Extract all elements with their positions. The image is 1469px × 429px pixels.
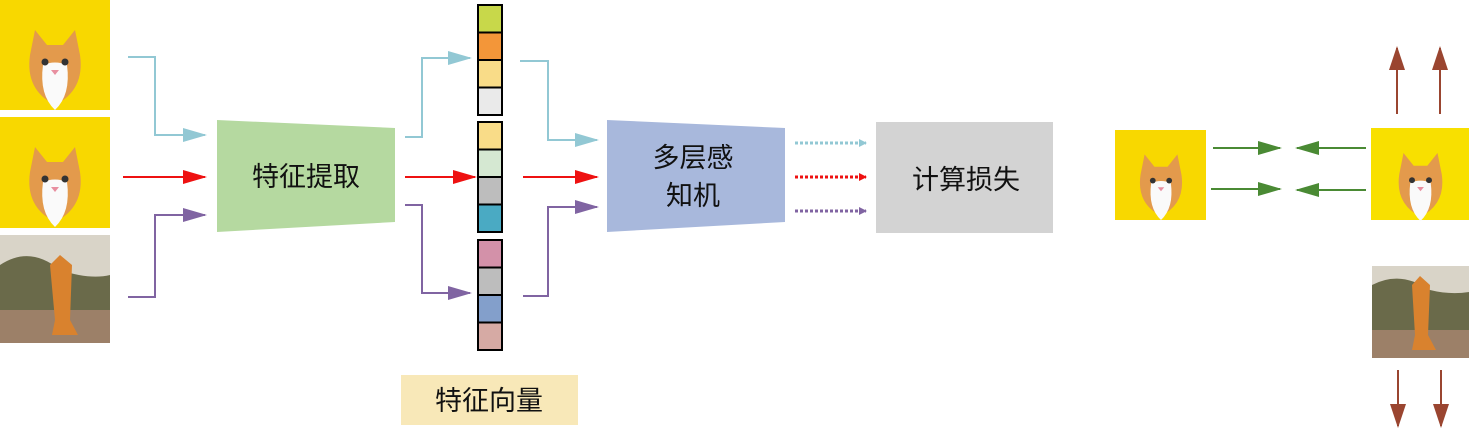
feature-cell <box>477 121 503 151</box>
feature-vector-caption: 特征向量 <box>435 386 543 417</box>
feature-extraction-block <box>217 120 395 232</box>
feature-cell <box>477 266 503 296</box>
feature-vector-1 <box>477 4 503 116</box>
feature-cell <box>477 239 503 269</box>
feature-cell <box>477 31 503 61</box>
feature-cell <box>477 203 503 233</box>
anchor-input-arrow <box>128 56 207 142</box>
feature-cell <box>477 321 503 351</box>
anchor-image <box>0 0 110 110</box>
feature-cell <box>477 86 503 116</box>
feature-vectors <box>477 4 503 351</box>
loss-label: 计算损失 <box>912 165 1020 196</box>
feature-cell <box>477 4 503 34</box>
mlp-block <box>607 120 785 232</box>
feature-cell <box>477 176 503 206</box>
feature-cell <box>477 294 503 324</box>
feature-cell <box>477 148 503 178</box>
right-anchor-image <box>1115 130 1206 220</box>
negative-image <box>0 235 110 343</box>
right-positive-image <box>1371 128 1469 221</box>
feature-vector-caption-box <box>401 375 578 425</box>
right-negative-image <box>1372 266 1469 358</box>
negative-input-arrow <box>128 208 207 298</box>
loss-block <box>876 122 1053 233</box>
positive-image <box>0 117 110 228</box>
feature-vector-3 <box>477 239 503 351</box>
mlp-label-line2: 知机 <box>666 181 720 212</box>
anchor-mlp-arrow <box>520 60 599 147</box>
mlp-label-line1: 多层感 <box>653 143 734 174</box>
feature-extraction-label: 特征提取 <box>252 162 360 193</box>
feature-cell <box>477 59 503 89</box>
feature-vector-2 <box>477 121 503 233</box>
negative-mlp-arrow <box>523 200 599 297</box>
anchor-feature-arrow <box>405 51 472 138</box>
negative-feature-arrow <box>405 204 472 300</box>
